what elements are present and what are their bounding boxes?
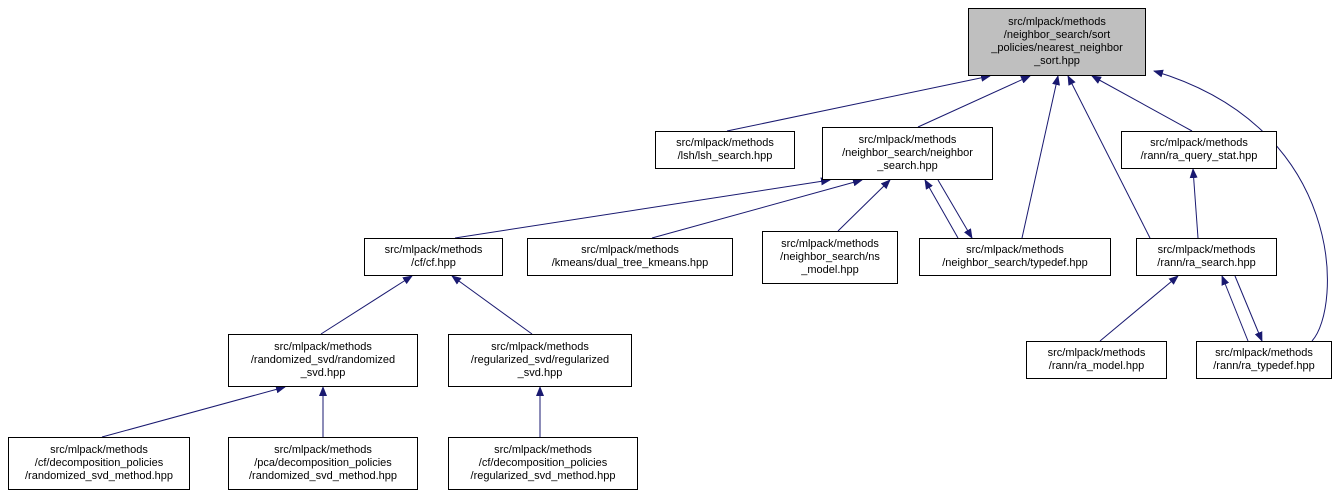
node-label-line: src/mlpack/methods [1157,244,1256,256]
node-regularized_svd[interactable]: src/mlpack/methods/regularized_svd/regul… [448,334,632,387]
node-nearest_neighbor_sort[interactable]: src/mlpack/methods/neighbor_search/sort_… [968,8,1146,76]
node-label-line: src/mlpack/methods [781,238,879,250]
edge-ra_model-to-ra_search [1099,275,1179,342]
edge-ra_search-to-ra_query_stat [1189,168,1199,239]
node-label-line: src/mlpack/methods [50,444,148,456]
node-label-line: /rann/ra_search.hpp [1157,257,1256,269]
node-label-line: src/mlpack/methods [1150,137,1248,149]
node-label-line: /neighbor_search/sort [1003,29,1111,41]
node-label-line: src/mlpack/methods [384,244,483,256]
node-ra_search[interactable]: src/mlpack/methods/rann/ra_search.hpp [1136,238,1277,276]
edge-cf-to-neighbor_search [454,177,831,239]
edge-randomized_svd-to-cf [320,275,413,335]
node-label-line: /neighbor_search/neighbor [842,147,973,159]
node-label-line: /kmeans/dual_tree_kmeans.hpp [551,257,709,269]
node-label-line: _svd.hpp [300,367,346,379]
node-label-line: /cf/decomposition_policies [34,457,164,469]
node-label-line: src/mlpack/methods [1215,347,1313,359]
node-lsh_search[interactable]: src/mlpack/methods/lsh/lsh_search.hpp [655,131,795,169]
node-label-line: _search.hpp [877,160,938,172]
edge-dual_tree_kmeans-to-neighbor_search [651,178,863,239]
node-label-line: /rann/ra_model.hpp [1048,360,1145,372]
node-label-line: src/mlpack/methods [858,134,957,146]
node-label-line: _policies/nearest_neighbor [991,42,1123,54]
node-randomized_svd[interactable]: src/mlpack/methods/randomized_svd/random… [228,334,418,387]
node-label-line: src/mlpack/methods [491,341,589,353]
node-ra_query_stat[interactable]: src/mlpack/methods/rann/ra_query_stat.hp… [1121,131,1277,169]
node-label-line: src/mlpack/methods [1008,16,1106,28]
edge-ra_search-to-nearest_neighbor_sort [1067,75,1151,239]
edge-ns_model-to-neighbor_search [837,179,891,232]
node-label-line: /pca/decomposition_policies [254,457,392,469]
node-label-line: /randomized_svd_method.hpp [25,470,173,482]
node-label-line: /lsh/lsh_search.hpp [677,150,773,162]
edge-ra_typedef-to-nearest_neighbor_sort [1153,69,1328,342]
edge-ra_query_stat-to-nearest_neighbor_sort [1091,75,1193,132]
edge-neighbor_search-to-ns_typedef [937,179,973,239]
node-label-line: src/mlpack/methods [581,244,679,256]
node-label-line: _sort.hpp [1034,55,1080,67]
edge-cf_randomized_svd_method-to-randomized_svd [101,385,286,438]
node-label-line: src/mlpack/methods [274,341,372,353]
node-ra_model[interactable]: src/mlpack/methods/rann/ra_model.hpp [1026,341,1167,379]
node-pca_randomized_svd_method[interactable]: src/mlpack/methods/pca/decomposition_pol… [228,437,418,490]
node-label-line: /cf/decomposition_policies [478,457,608,469]
edge-regularized_svd-to-cf [451,275,533,335]
node-label-line: _svd.hpp [517,367,563,379]
node-label-line: /regularized_svd/regularized [470,354,610,366]
node-ra_typedef[interactable]: src/mlpack/methods/rann/ra_typedef.hpp [1196,341,1332,379]
edge-ns_typedef-to-nearest_neighbor_sort [1021,75,1060,239]
node-ns_typedef[interactable]: src/mlpack/methods/neighbor_search/typed… [919,238,1111,276]
node-label-line: /neighbor_search/ns [780,251,880,263]
node-label-line: src/mlpack/methods [1047,347,1146,359]
node-label-line: /regularized_svd_method.hpp [470,470,616,482]
node-label-line: /neighbor_search/typedef.hpp [942,257,1088,269]
node-label-line: /cf/cf.hpp [411,257,456,269]
node-label-line: src/mlpack/methods [676,137,774,149]
node-label-line: src/mlpack/methods [494,444,592,456]
node-label-line: /rann/ra_typedef.hpp [1213,360,1315,372]
edge-lsh_search-to-nearest_neighbor_sort [726,73,991,132]
node-ns_model[interactable]: src/mlpack/methods/neighbor_search/ns_mo… [762,231,898,284]
node-label-line: src/mlpack/methods [274,444,372,456]
edge-neighbor_search-to-nearest_neighbor_sort [917,75,1031,128]
node-cf[interactable]: src/mlpack/methods/cf/cf.hpp [364,238,503,276]
node-label-line: /randomized_svd/randomized [250,354,396,366]
edge-ra_search-to-ra_typedef [1234,275,1263,342]
edge-ns_typedef-to-neighbor_search [924,179,959,239]
node-cf_randomized_svd_method[interactable]: src/mlpack/methods/cf/decomposition_poli… [8,437,190,490]
node-label-line: src/mlpack/methods [966,244,1064,256]
node-label-line: /randomized_svd_method.hpp [249,470,397,482]
node-label-line: _model.hpp [801,264,859,276]
node-cf_regularized_svd_method[interactable]: src/mlpack/methods/cf/decomposition_poli… [448,437,638,490]
edge-ra_typedef-to-ra_search [1221,275,1249,342]
node-dual_tree_kmeans[interactable]: src/mlpack/methods/kmeans/dual_tree_kmea… [527,238,733,276]
node-neighbor_search[interactable]: src/mlpack/methods/neighbor_search/neigh… [822,127,993,180]
node-label-line: /rann/ra_query_stat.hpp [1140,150,1258,162]
